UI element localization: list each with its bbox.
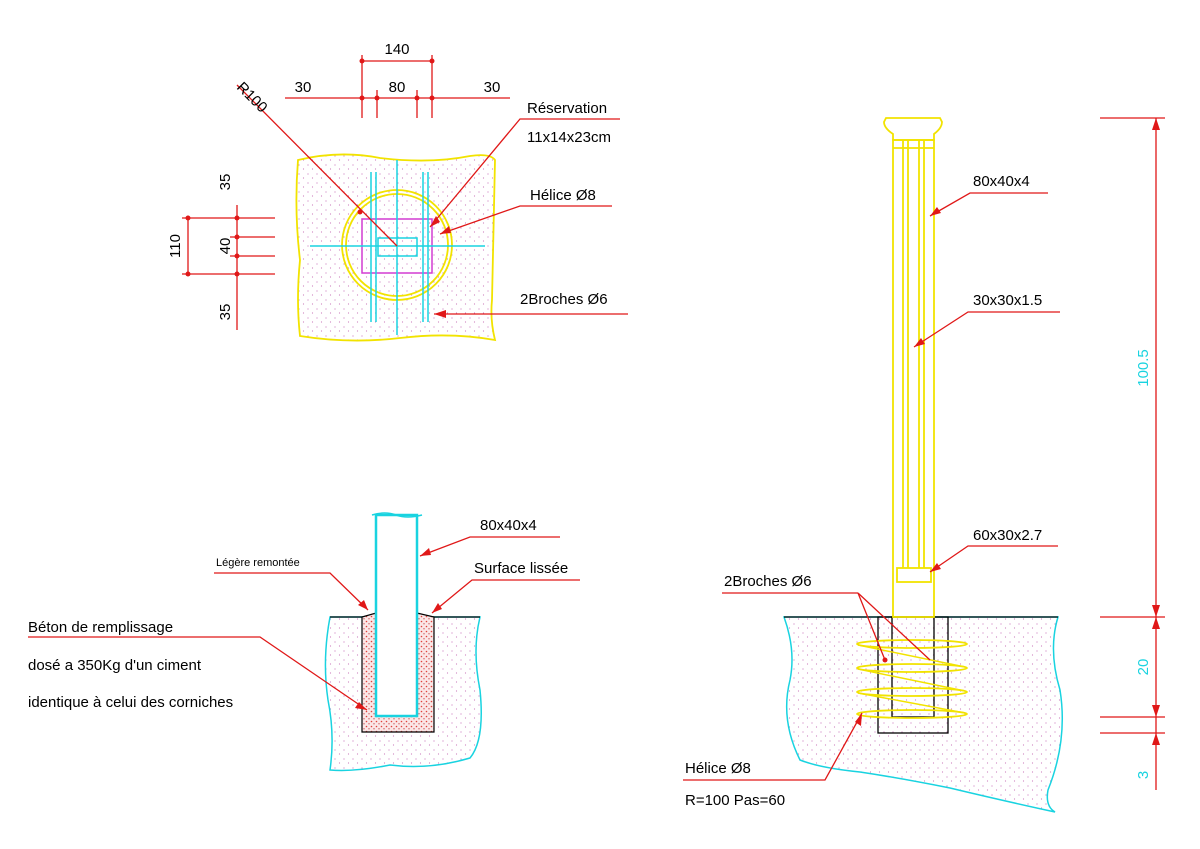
post-cap <box>883 117 943 141</box>
elev-broches-label: 2Broches Ø6 <box>724 573 812 590</box>
dim-30-right-label: 30 <box>484 79 501 96</box>
reservation-leader <box>429 118 620 228</box>
elev-helice-label: Hélice Ø8 <box>685 760 751 777</box>
elev-dim-embed-label: 20 <box>1135 659 1152 676</box>
plan-view: 140 30 80 30 35 40 35 110 R100 Réservati… <box>167 41 628 342</box>
arrowhead <box>358 600 368 610</box>
elevation-ground <box>782 616 1064 813</box>
arrowhead <box>1152 605 1160 617</box>
radius-leader <box>236 84 398 247</box>
arrowhead <box>432 603 442 613</box>
dim-tick <box>359 58 365 64</box>
reservation-label: Réservation <box>527 100 607 117</box>
dim-30-left-label: 30 <box>295 79 312 96</box>
elev-broches-leader-a <box>857 592 886 661</box>
helice-label: Hélice Ø8 <box>530 187 596 204</box>
arrowhead <box>1152 617 1160 629</box>
dim-tick <box>185 271 191 277</box>
arrowhead <box>882 657 888 663</box>
concrete-label-line3: identique à celui des corniches <box>28 694 233 711</box>
radius-label: R100 <box>233 79 270 116</box>
elev-base-label: 60x30x2.7 <box>973 527 1042 544</box>
raised-label: Légère remontée <box>216 557 300 569</box>
concrete-label-line2: dosé a 350Kg d'un ciment <box>28 657 202 674</box>
smooth-label: Surface lissée <box>474 560 568 577</box>
arrowhead <box>1152 118 1160 130</box>
dim-140-label: 140 <box>384 41 409 58</box>
dim-tick <box>359 95 365 101</box>
dim-tick <box>429 95 435 101</box>
section-tube-leader <box>419 536 560 557</box>
plan-concrete-block <box>295 153 497 342</box>
post-base-plate <box>896 567 932 583</box>
dim-tick <box>234 271 240 277</box>
smooth-leader <box>431 579 580 614</box>
reservation-size-label: 11x14x23cm <box>527 129 611 146</box>
dim-35-top-label: 35 <box>217 174 234 191</box>
arrowhead <box>355 702 367 710</box>
radius-point <box>357 209 363 215</box>
arrowhead <box>930 207 941 216</box>
dim-tick <box>414 95 420 101</box>
post-outer-tube <box>892 139 935 618</box>
dim-tick <box>234 253 240 259</box>
arrowhead <box>855 713 862 726</box>
concrete-leader <box>28 636 368 711</box>
dim-tick <box>234 234 240 240</box>
dim-tick <box>185 215 191 221</box>
section-view: 80x40x4 Légère remontée Surface lissée B… <box>28 512 580 772</box>
dim-tick <box>429 58 435 64</box>
section-tube-label: 80x40x4 <box>480 517 537 534</box>
raised-leader <box>214 572 369 611</box>
tube-break-line <box>371 512 423 518</box>
elev-inner-label: 30x30x1.5 <box>973 292 1042 309</box>
elev-base-leader <box>929 545 1058 573</box>
arrowhead <box>430 216 440 227</box>
elev-broches-leader-b <box>857 592 931 661</box>
arrowhead <box>420 548 431 556</box>
arrowhead <box>1152 733 1160 745</box>
dim-35-bottom-label: 35 <box>217 304 234 321</box>
elev-dim-bottom-label: 3 <box>1135 771 1152 779</box>
concrete-label-line1: Béton de remplissage <box>28 619 173 636</box>
elev-outer-leader <box>929 192 1048 217</box>
elev-helice-leader <box>683 712 863 781</box>
arrowhead <box>434 310 446 318</box>
elev-helice-spec: R=100 Pas=60 <box>685 792 785 809</box>
arrowhead <box>930 563 941 572</box>
dim-110-label: 110 <box>167 234 184 258</box>
arrowhead <box>1152 705 1160 717</box>
elevation-view: 80x40x4 30x30x1.5 60x30x2.7 2Broches Ø6 … <box>683 117 1165 813</box>
dim-80-label: 80 <box>389 79 406 96</box>
dim-tick <box>374 95 380 101</box>
arrowhead <box>914 338 925 347</box>
section-tube <box>374 513 419 718</box>
helice-leader <box>439 205 612 235</box>
dim-40-label: 40 <box>217 238 234 255</box>
helix-coils <box>856 639 968 719</box>
arrowhead <box>440 226 451 234</box>
broches-label: 2Broches Ø6 <box>520 291 608 308</box>
dim-tick <box>234 215 240 221</box>
elev-outer-label: 80x40x4 <box>973 173 1030 190</box>
elev-dim-height-label: 100.5 <box>1135 349 1152 387</box>
elev-inner-leader <box>913 311 1060 348</box>
